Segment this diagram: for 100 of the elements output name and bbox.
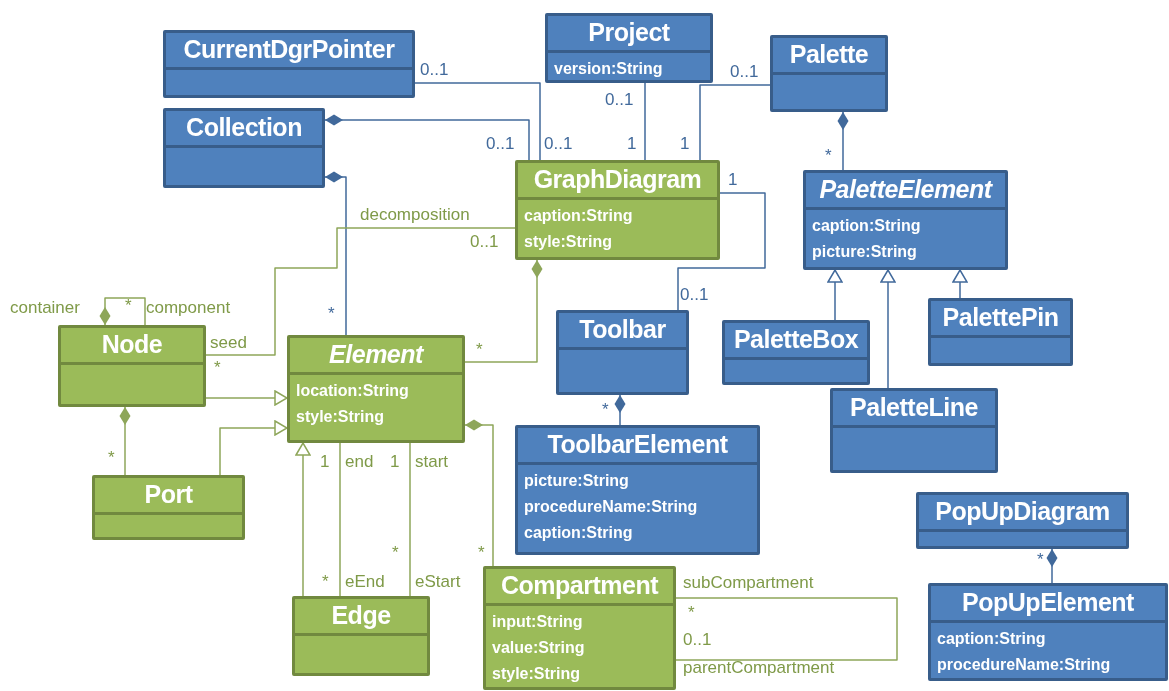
association-end-label: * (602, 400, 609, 420)
attribute-text: procedureName:String (936, 655, 1112, 675)
generalization-arrow (880, 269, 896, 389)
class-name: Project (548, 16, 710, 53)
class-box (163, 108, 325, 188)
attribute-text: picture:String (811, 242, 918, 262)
association-end-label: * (214, 358, 221, 378)
association-end-label: seed (210, 333, 247, 353)
composition-line (464, 259, 543, 363)
association-end-label: 0..1 (680, 285, 709, 305)
attribute-text: input:String (491, 612, 584, 632)
association-end-label: 1 (390, 452, 400, 472)
composition-line (119, 406, 131, 476)
association-end-label: * (1037, 550, 1044, 570)
class-name: GraphDiagram (518, 163, 717, 200)
composition-line (464, 419, 494, 567)
class-box (515, 425, 760, 555)
association-end-label: 0..1 (420, 60, 449, 80)
association-line (205, 227, 516, 356)
association-end-label: 0..1 (683, 630, 712, 650)
attribute-text: caption:String (936, 629, 1047, 649)
class-name: PaletteLine (833, 391, 995, 428)
association-end-label: start (415, 452, 449, 472)
class-box (803, 170, 1008, 270)
attribute-text: caption:String (811, 216, 922, 236)
class-name: PaletteElement (806, 173, 1005, 210)
association-end-label: component (146, 298, 231, 318)
association-line (339, 442, 341, 597)
class-name: PaletteBox (725, 323, 867, 360)
association-end-label: 0..1 (486, 134, 515, 154)
attribute-text: style:String (523, 232, 613, 252)
association-end-label: * (825, 146, 832, 166)
attribute-text: caption:String (523, 206, 634, 226)
association-line (677, 192, 766, 311)
class-name: Palette (773, 38, 885, 75)
class-box (163, 30, 415, 98)
class-box (92, 475, 245, 540)
composition-line (99, 297, 146, 326)
association-end-label: * (478, 543, 485, 563)
class-box (928, 583, 1168, 681)
generalization-arrow (219, 420, 288, 476)
association-line (409, 442, 411, 597)
association-end-label: * (108, 448, 115, 468)
composition-line (324, 114, 530, 161)
association-end-label: 1 (680, 134, 690, 154)
class-box (916, 492, 1129, 549)
association-end-label: subCompartment (683, 573, 814, 593)
class-box (770, 35, 888, 112)
class-name: PopUpElement (931, 586, 1165, 623)
association-end-label: container (10, 298, 80, 318)
class-box (830, 388, 998, 473)
class-name: CurrentDgrPointer (166, 33, 412, 70)
composition-line (614, 394, 626, 426)
class-name: Node (61, 328, 203, 365)
association-end-label: * (392, 543, 399, 563)
association-end-label: parentCompartment (683, 658, 835, 678)
composition-line (837, 111, 849, 171)
generalization-arrow (952, 269, 968, 299)
association-end-label: * (688, 603, 695, 623)
class-name: Collection (166, 111, 322, 148)
class-box (556, 310, 689, 395)
association-end-label: 0..1 (544, 134, 573, 154)
class-name: Element (290, 338, 462, 375)
association-end-label: end (345, 452, 374, 472)
class-box (483, 566, 676, 690)
association-line (414, 82, 541, 161)
class-box (928, 298, 1073, 366)
attribute-text: version:String (553, 59, 664, 79)
class-name: PalettePin (931, 301, 1070, 338)
class-box (515, 160, 720, 260)
class-box (287, 335, 465, 443)
attribute-text: location:String (295, 381, 410, 401)
attribute-text: procedureName:String (523, 497, 699, 517)
association-end-label: * (476, 340, 483, 360)
association-end-label: 1 (627, 134, 637, 154)
association-line (644, 82, 646, 161)
association-end-label: decomposition (360, 205, 470, 225)
attribute-text: style:String (491, 664, 581, 684)
association-end-label: 0..1 (470, 232, 499, 252)
association-end-label: 0..1 (605, 90, 634, 110)
class-name: Toolbar (559, 313, 686, 350)
association-end-label: * (125, 296, 132, 316)
association-end-label: 1 (320, 452, 330, 472)
class-name: ToolbarElement (518, 428, 757, 465)
association-end-label: 0..1 (730, 62, 759, 82)
association-end-label: * (328, 304, 335, 324)
association-end-label: * (322, 572, 329, 592)
attribute-text: caption:String (523, 523, 634, 543)
class-box (58, 325, 206, 407)
association-end-label: eStart (415, 572, 461, 592)
association-end-label: 1 (728, 170, 738, 190)
class-box (292, 596, 430, 676)
association-end-label: eEnd (345, 572, 385, 592)
generalization-arrow (295, 442, 311, 597)
attribute-text: picture:String (523, 471, 630, 491)
class-name: Port (95, 478, 242, 515)
association-line (699, 84, 771, 161)
attribute-text: style:String (295, 407, 385, 427)
class-name: Edge (295, 599, 427, 636)
generalization-arrow (827, 269, 843, 321)
